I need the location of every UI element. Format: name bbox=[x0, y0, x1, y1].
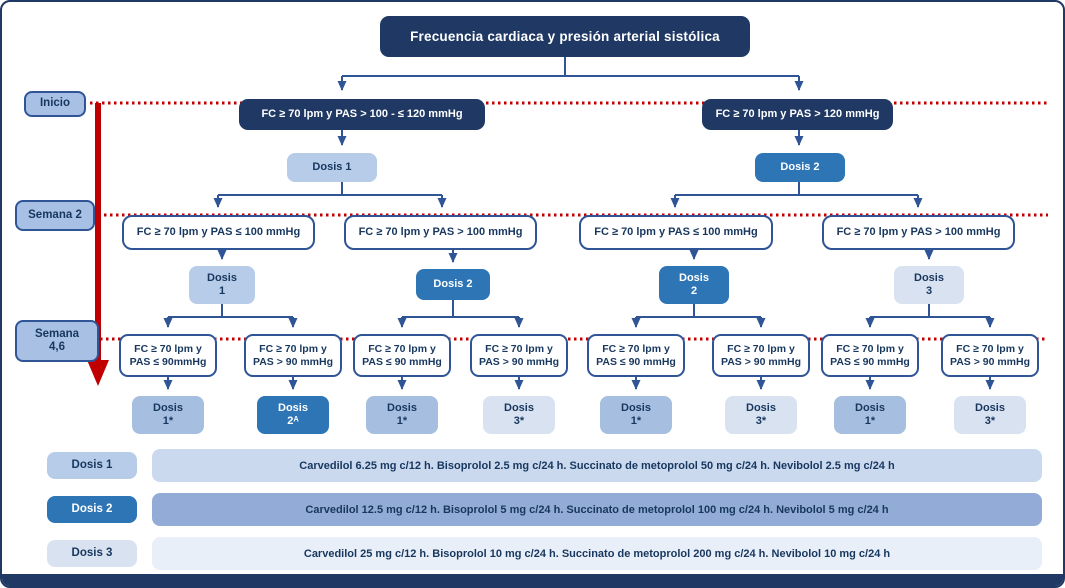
dose-node-l1-1: Dosis 1 bbox=[287, 153, 377, 182]
dose-node-l3-5: Dosis 1* bbox=[600, 396, 672, 434]
dose-node-l3-1: Dosis 1* bbox=[132, 396, 204, 434]
branch-node-right: FC ≥ 70 lpm y PAS > 120 mmHg bbox=[702, 99, 893, 130]
legend-chip-dosis2: Dosis 2 bbox=[47, 496, 137, 523]
condition-node-l3-1: FC ≥ 70 lpm y PAS ≤ 90mmHg bbox=[119, 334, 217, 377]
condition-node-l2-3: FC ≥ 70 lpm y PAS ≤ 100 mmHg bbox=[579, 215, 773, 250]
condition-node-l2-2: FC ≥ 70 lpm y PAS > 100 mmHg bbox=[344, 215, 537, 250]
dose-node-l3-7: Dosis 1* bbox=[834, 396, 906, 434]
timeline-red-arrow-head bbox=[87, 360, 109, 386]
condition-node-l3-2: FC ≥ 70 lpm y PAS > 90 mmHg bbox=[244, 334, 342, 377]
branch-node-left: FC ≥ 70 lpm y PAS > 100 - ≤ 120 mmHg bbox=[239, 99, 485, 130]
legend-text-dosis2: Carvedilol 12.5 mg c/12 h. Bisoprolol 5 … bbox=[152, 493, 1042, 526]
bottom-bar bbox=[2, 574, 1063, 586]
dose-node-l3-4: Dosis 3* bbox=[483, 396, 555, 434]
title-node: Frecuencia cardiaca y presión arterial s… bbox=[380, 16, 750, 57]
dose-node-l3-8: Dosis 3* bbox=[954, 396, 1026, 434]
dose-node-l3-6: Dosis 3* bbox=[725, 396, 797, 434]
legend-chip-dosis3: Dosis 3 bbox=[47, 540, 137, 567]
condition-node-l3-6: FC ≥ 70 lpm y PAS > 90 mmHg bbox=[712, 334, 810, 377]
row-label-semana46: Semana 4,6 bbox=[15, 320, 99, 362]
row-label-semana2: Semana 2 bbox=[15, 200, 95, 231]
condition-node-l2-1: FC ≥ 70 lpm y PAS ≤ 100 mmHg bbox=[122, 215, 315, 250]
dose-node-l2-1: Dosis 1 bbox=[189, 266, 255, 304]
dose-node-l2-3: Dosis 2 bbox=[659, 266, 729, 304]
condition-node-l3-5: FC ≥ 70 lpm y PAS ≤ 90 mmHg bbox=[587, 334, 685, 377]
condition-node-l3-4: FC ≥ 70 lpm y PAS > 90 mmHg bbox=[470, 334, 568, 377]
dose-node-l2-2: Dosis 2 bbox=[416, 269, 490, 300]
dose-node-l2-4: Dosis 3 bbox=[894, 266, 964, 304]
connector-trunks bbox=[168, 57, 990, 318]
dose-node-l3-3: Dosis 1* bbox=[366, 396, 438, 434]
legend-chip-dosis1: Dosis 1 bbox=[47, 452, 137, 479]
condition-node-l2-4: FC ≥ 70 lpm y PAS > 100 mmHg bbox=[822, 215, 1015, 250]
dose-node-l3-2: Dosis 2ᴬ bbox=[257, 396, 329, 434]
connector-arrows bbox=[163, 76, 995, 390]
legend-text-dosis1: Carvedilol 6.25 mg c/12 h. Bisoprolol 2.… bbox=[152, 449, 1042, 482]
dose-node-l1-2: Dosis 2 bbox=[755, 153, 845, 182]
condition-node-l3-3: FC ≥ 70 lpm y PAS ≤ 90 mmHg bbox=[353, 334, 451, 377]
condition-node-l3-7: FC ≥ 70 lpm y PAS ≤ 90 mmHg bbox=[821, 334, 919, 377]
row-label-inicio: Inicio bbox=[24, 91, 86, 117]
condition-node-l3-8: FC ≥ 70 lpm y PAS > 90 mmHg bbox=[941, 334, 1039, 377]
legend-text-dosis3: Carvedilol 25 mg c/12 h. Bisoprolol 10 m… bbox=[152, 537, 1042, 570]
